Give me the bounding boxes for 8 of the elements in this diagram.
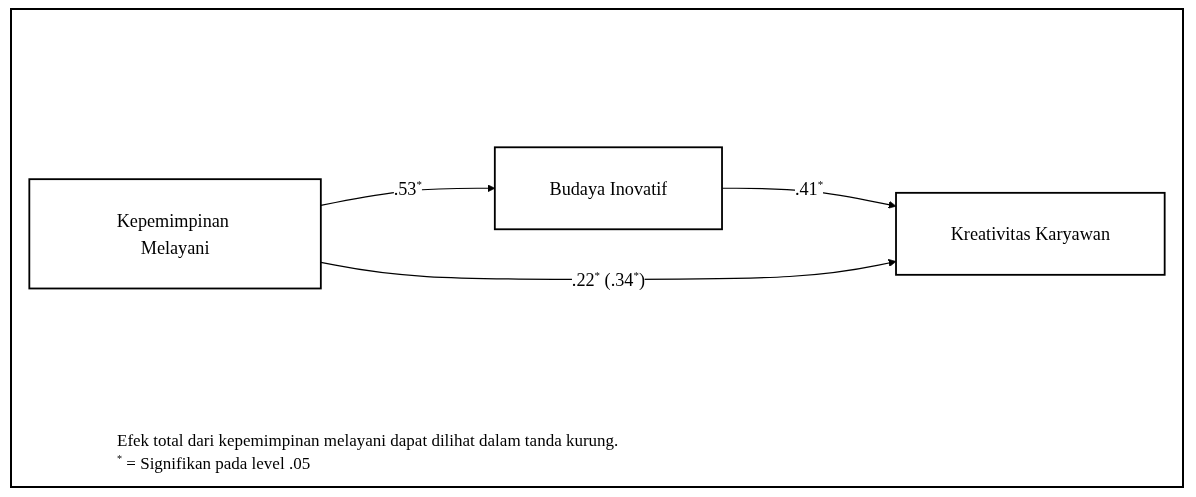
edge-label: .53$^{*}$: [393, 177, 422, 198]
edge-label: .22$^{*}$ (.34$^{*}$): [571, 268, 646, 289]
node-box: Kreativitas Karyawan: [895, 191, 1166, 276]
node-box: Kepemimpinan Melayani: [28, 177, 322, 289]
node-box: Budaya Inovatif: [493, 145, 723, 230]
edge-label: .41$^{*}$: [794, 177, 824, 198]
note-text: Efek total dari kepemimpinan melayani dapat dilihat dalam tanda kurung.: [117, 431, 620, 452]
note-text: $^{*}$ = Signifikan pada level .05: [117, 453, 312, 474]
